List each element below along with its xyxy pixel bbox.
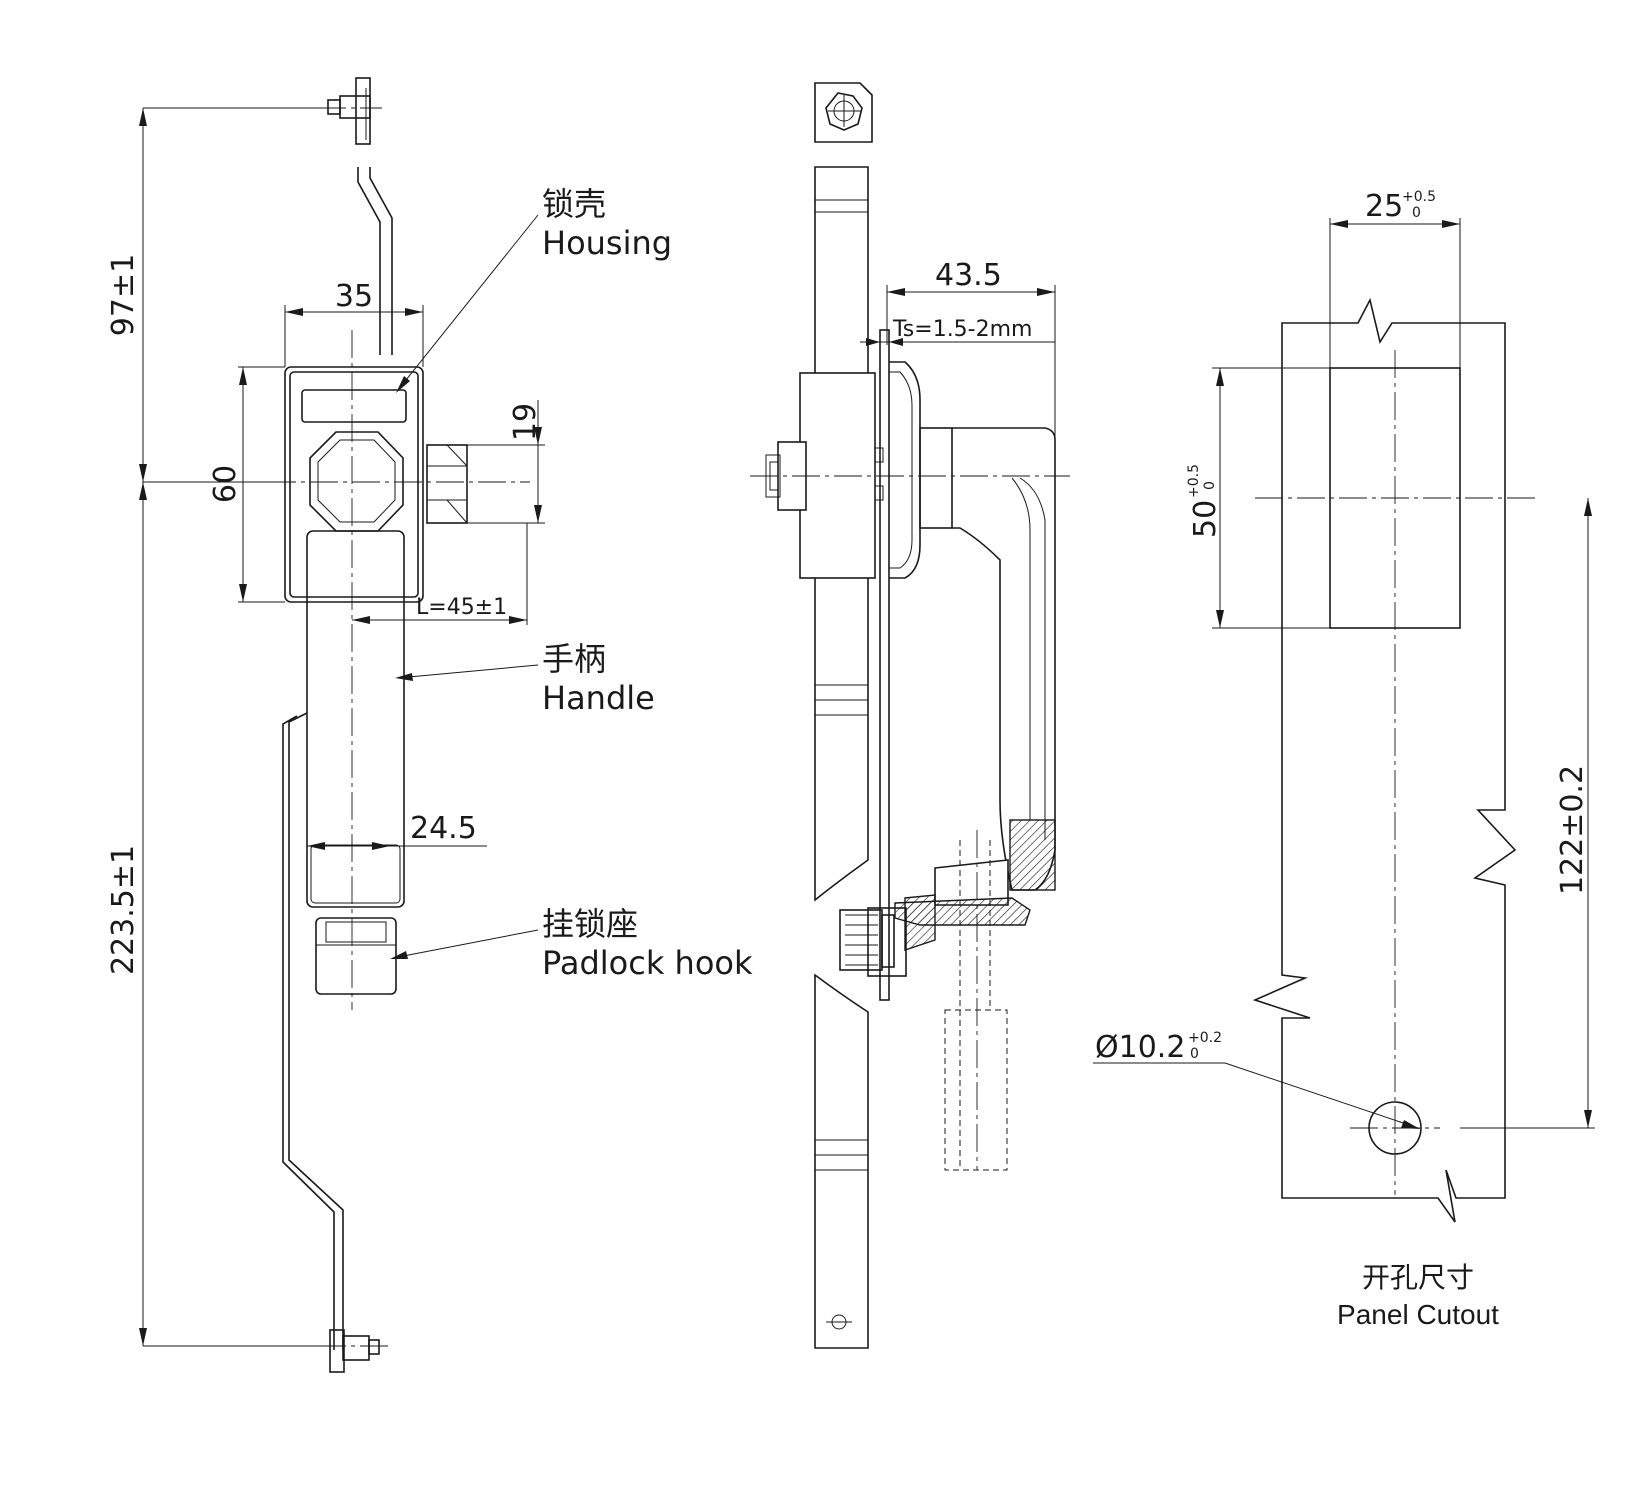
label-housing-cn: 锁壳 bbox=[542, 185, 606, 223]
side-lower-rod bbox=[814, 973, 869, 1349]
dim-cutout-height-tol-upper: +0.5 bbox=[1186, 464, 1202, 498]
front-top-rod bbox=[357, 167, 393, 355]
label-housing-en: Housing bbox=[542, 224, 672, 262]
dim-housing-height: 60 bbox=[208, 465, 243, 503]
front-view: 97±1 223.5±1 35 60 19 L=45±1 24.5 bbox=[106, 77, 753, 1373]
cutout-panel-outline bbox=[1252, 297, 1517, 1223]
dim-side-depth: 43.5 bbox=[935, 258, 1002, 293]
dim-housing-width: 35 bbox=[335, 279, 373, 314]
front-bottom-rod bbox=[282, 712, 344, 1350]
dim-cutout-height-tol-lower: 0 bbox=[1202, 481, 1218, 490]
dim-handle-length: L=45±1 bbox=[416, 595, 507, 620]
side-handle bbox=[919, 427, 1056, 891]
dim-hole-tol-lower: 0 bbox=[1190, 1046, 1199, 1062]
dim-cutout-height: 50 bbox=[1188, 500, 1223, 538]
front-padlock-hook bbox=[315, 917, 397, 995]
caption-cutout-cn: 开孔尺寸 bbox=[1362, 1262, 1474, 1293]
dim-cutout-width: 25 bbox=[1365, 189, 1403, 224]
caption-cutout-en: Panel Cutout bbox=[1337, 1299, 1499, 1330]
label-handle-cn: 手柄 bbox=[542, 640, 606, 678]
side-view: 43.5 Ts=1.5-2mm bbox=[750, 82, 1070, 1349]
side-housing bbox=[765, 329, 921, 1001]
dim-hole-diameter: Ø10.2 bbox=[1095, 1030, 1185, 1065]
front-housing bbox=[284, 366, 468, 603]
front-handle bbox=[306, 530, 405, 908]
side-upper-rod bbox=[814, 166, 869, 902]
dim-hole-tol-upper: +0.2 bbox=[1188, 1030, 1222, 1046]
side-top-end bbox=[814, 82, 873, 143]
side-cam bbox=[839, 830, 1031, 1171]
dim-pin-width: 19 bbox=[508, 403, 543, 441]
dim-handle-width: 24.5 bbox=[410, 811, 477, 846]
dim-cutout-width-tol-lower: 0 bbox=[1412, 205, 1421, 221]
label-padlock-en: Padlock hook bbox=[542, 944, 753, 982]
dim-hole-spacing: 122±0.2 bbox=[1555, 765, 1590, 895]
dim-panel-thickness: Ts=1.5-2mm bbox=[892, 317, 1032, 342]
front-bottom-rod-end bbox=[318, 1329, 388, 1373]
label-handle-en: Handle bbox=[542, 679, 655, 717]
dim-bottom-height: 223.5±1 bbox=[106, 845, 141, 975]
label-padlock-cn: 挂锁座 bbox=[542, 905, 638, 943]
panel-cutout-view: 25 +0.5 0 50 +0.5 0 122±0.2 Ø10.2 +0.2 0… bbox=[1093, 189, 1595, 1330]
dim-top-height: 97±1 bbox=[106, 254, 141, 336]
front-top-rod-end bbox=[318, 77, 382, 145]
dim-cutout-width-tol-upper: +0.5 bbox=[1402, 189, 1436, 205]
